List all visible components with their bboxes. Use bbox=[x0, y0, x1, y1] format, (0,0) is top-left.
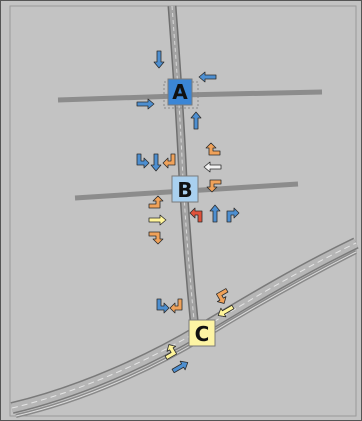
cross-street-a-west bbox=[57, 93, 179, 103]
intersection-b[interactable]: B bbox=[136, 142, 240, 245]
intersection-b-label: B bbox=[177, 178, 192, 202]
map-frame bbox=[9, 5, 357, 417]
intersection-a-marker bbox=[167, 78, 193, 106]
intersection-a-label: A bbox=[172, 80, 188, 104]
cross-street-a-east bbox=[181, 89, 323, 98]
cross-street-b-west bbox=[74, 188, 185, 201]
intersection-c-label: C bbox=[195, 322, 210, 346]
intersection-b-marker bbox=[171, 175, 199, 203]
intersection-c-marker bbox=[188, 319, 216, 347]
main-road-centerline bbox=[171, 5, 196, 331]
intersection-a[interactable]: A bbox=[136, 50, 217, 130]
intersection-c[interactable]: C bbox=[156, 288, 236, 376]
cross-street-b-east bbox=[185, 181, 299, 194]
